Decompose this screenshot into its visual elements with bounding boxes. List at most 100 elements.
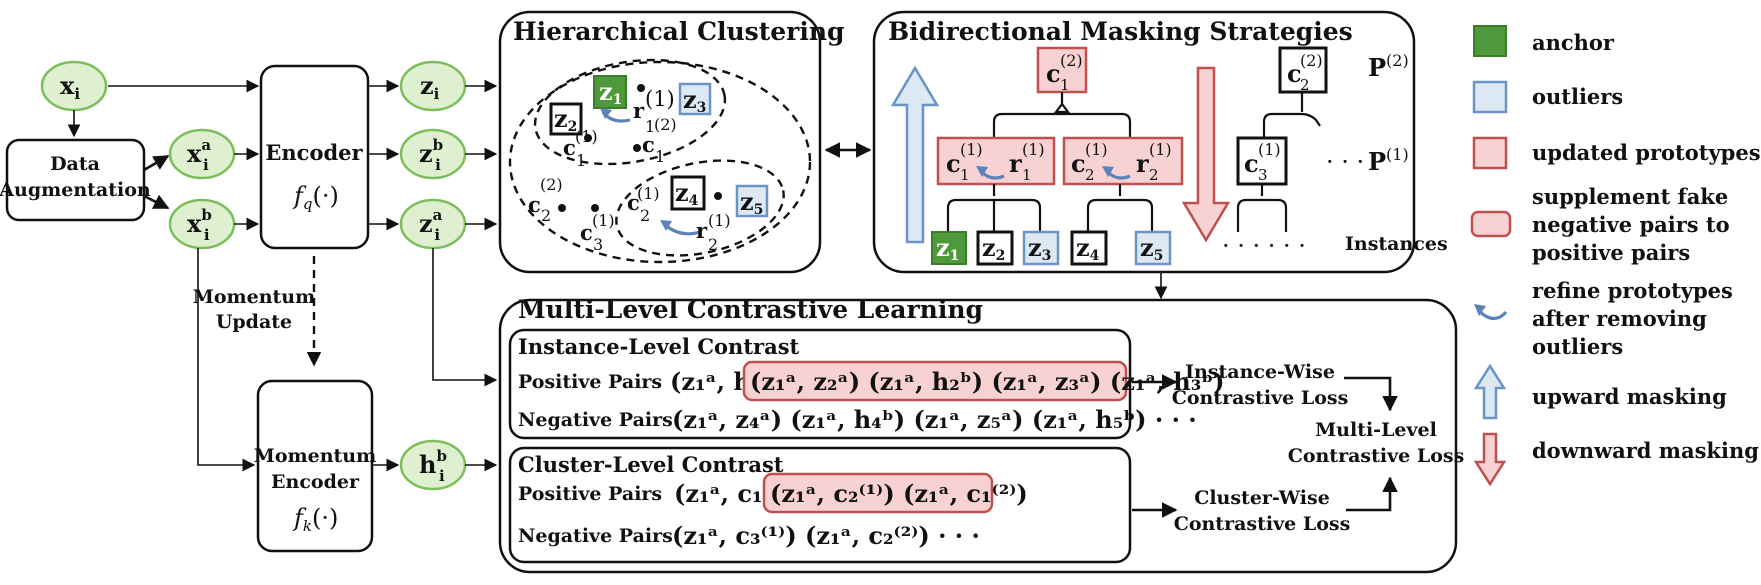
svg-text:r: r <box>1009 149 1022 178</box>
zb-sub: i <box>435 156 441 174</box>
instance-z1 <box>931 231 967 265</box>
svg-text:c: c <box>1244 149 1259 178</box>
hb-sup: b <box>436 447 447 465</box>
tree-branch-4 <box>1086 198 1154 232</box>
point-c1b <box>633 144 641 152</box>
hc-r1-sub: 1 <box>645 117 655 136</box>
mask-pair1-r-sup: (1) <box>1022 140 1045 159</box>
svg-text:· · ·: · · · <box>1326 148 1364 176</box>
legend-downward: downward masking <box>1532 438 1759 463</box>
svg-text:(2): (2) <box>654 115 677 134</box>
svg-text:z3: z3 <box>1028 233 1051 264</box>
svg-text:r: r <box>696 218 708 243</box>
svg-text:c: c <box>1046 59 1061 88</box>
legend-supplement-1: supplement fake <box>1532 184 1728 209</box>
z1-anchor-square <box>593 75 627 109</box>
hc-z4: z <box>675 178 689 207</box>
masking-title: Bidirectional Masking Strategies <box>888 17 1353 46</box>
instance-loss-line1: Instance-Wise <box>1185 361 1335 383</box>
mask-c2-top: c <box>1287 59 1302 88</box>
mask-pair1-c-sup: (1) <box>960 140 983 159</box>
upward-masking-arrow <box>890 65 940 244</box>
cluster-loss-line1: Cluster-Wise <box>1194 487 1330 509</box>
svg-text:(1): (1) <box>637 184 660 203</box>
cluster-loss-line2: Contrastive Loss <box>1174 513 1351 535</box>
mask-inst-z2-sub: 2 <box>996 248 1006 264</box>
svg-text:z5: z5 <box>1140 233 1163 264</box>
hc-c3-sup: (1) <box>592 211 615 230</box>
arrow-aug-to-xa <box>143 154 170 172</box>
xi-label: x <box>60 71 75 100</box>
legend-anchor-swatch <box>1473 25 1507 57</box>
svg-text:2: 2 <box>708 235 718 254</box>
legend-updated-swatch <box>1472 136 1508 170</box>
mask-pair2-r: r <box>1136 149 1149 178</box>
hc-c2b-sup: (1) <box>637 184 660 203</box>
encoder-fn-arg: (·) <box>313 182 339 210</box>
xa-label: x <box>187 139 202 168</box>
instance-z4 <box>1070 230 1108 266</box>
svg-text:(2): (2) <box>540 175 563 194</box>
momentum-encoder-block: Momentum Encoder fk(·) <box>254 379 376 553</box>
clu-negative-pairs: (z₁ᵃ, c₃⁽¹⁾) (z₁ᵃ, c₂⁽²⁾) · · · <box>672 521 980 550</box>
hc-r1-sup: (1) <box>645 87 675 111</box>
svg-text:P(2): P(2) <box>1368 51 1409 82</box>
encoder-block: Encoder fq(·) <box>259 64 370 250</box>
encoder-fn-sub: q <box>303 195 313 213</box>
hierarchical-clustering-panel: Hierarchical Clustering z1 z2 z3 z4 z5 r <box>498 10 845 274</box>
tree-brace-top-1 <box>1053 92 1071 114</box>
hc-r2-sup: (1) <box>708 211 731 230</box>
xb-sub: i <box>204 226 210 244</box>
mask-pair2-c-sub: 2 <box>1085 166 1095 184</box>
momentum-fn-sub: k <box>303 517 312 535</box>
hc-c2b-sub: 2 <box>640 206 650 225</box>
hc-z3-sub: 3 <box>697 100 707 116</box>
clu-fake-pairs-box <box>762 472 994 514</box>
mask-inst-z3-sub: 3 <box>1042 248 1052 264</box>
svg-text:r: r <box>633 98 645 123</box>
svg-text:1: 1 <box>645 117 655 136</box>
svg-text:(1): (1) <box>1258 140 1281 159</box>
input-node-xi: xi <box>40 60 108 112</box>
mask-c3: c <box>1244 149 1259 178</box>
hc-c2a: c <box>528 192 541 217</box>
z4-square <box>670 175 706 211</box>
legend-refine-1: refine prototypes <box>1532 278 1733 303</box>
hc-c1b-sup: (2) <box>654 115 677 134</box>
legend-outlier-swatch <box>1472 80 1508 114</box>
mask-c2-top-sup: (2) <box>1300 51 1323 70</box>
instance-z5 <box>1134 230 1172 266</box>
momentum-encoder-line2: Encoder <box>271 471 360 493</box>
tree-branch-2 <box>1262 112 1321 138</box>
za-label: z <box>419 209 433 238</box>
encoder-title: Encoder <box>265 140 363 165</box>
inst-negative-label: Negative Pairs <box>518 409 673 431</box>
refine-curve-2-head <box>660 220 672 231</box>
svg-text:(1): (1) <box>1149 140 1172 159</box>
downward-masking-arrow <box>1181 66 1231 243</box>
svg-text:c: c <box>528 192 541 217</box>
tree-branch-5 <box>1236 198 1288 232</box>
svg-text:z4: z4 <box>675 178 699 209</box>
svg-text:(1): (1) <box>575 127 598 146</box>
svg-text:(1): (1) <box>960 140 983 159</box>
mask-p1-sup: (1) <box>1386 145 1409 164</box>
mask-c3-sub: 3 <box>1258 166 1268 184</box>
z2-square <box>549 102 583 136</box>
clu-negative-label: Negative Pairs <box>518 525 673 547</box>
svg-text:z2: z2 <box>982 233 1005 264</box>
svg-text:(1): (1) <box>708 211 731 230</box>
svg-text:xai: xai <box>187 136 211 174</box>
svg-text:xi: xi <box>60 71 80 103</box>
hc-r1: r <box>633 98 645 123</box>
refine-curve-1-head <box>600 108 612 119</box>
hc-c1a: c <box>563 135 576 160</box>
hc-z2-sub: 2 <box>568 119 578 135</box>
xa-sup: a <box>201 136 211 154</box>
mask-c2-top-sub: 2 <box>1300 76 1310 94</box>
hc-r2-sub: 2 <box>708 235 718 254</box>
